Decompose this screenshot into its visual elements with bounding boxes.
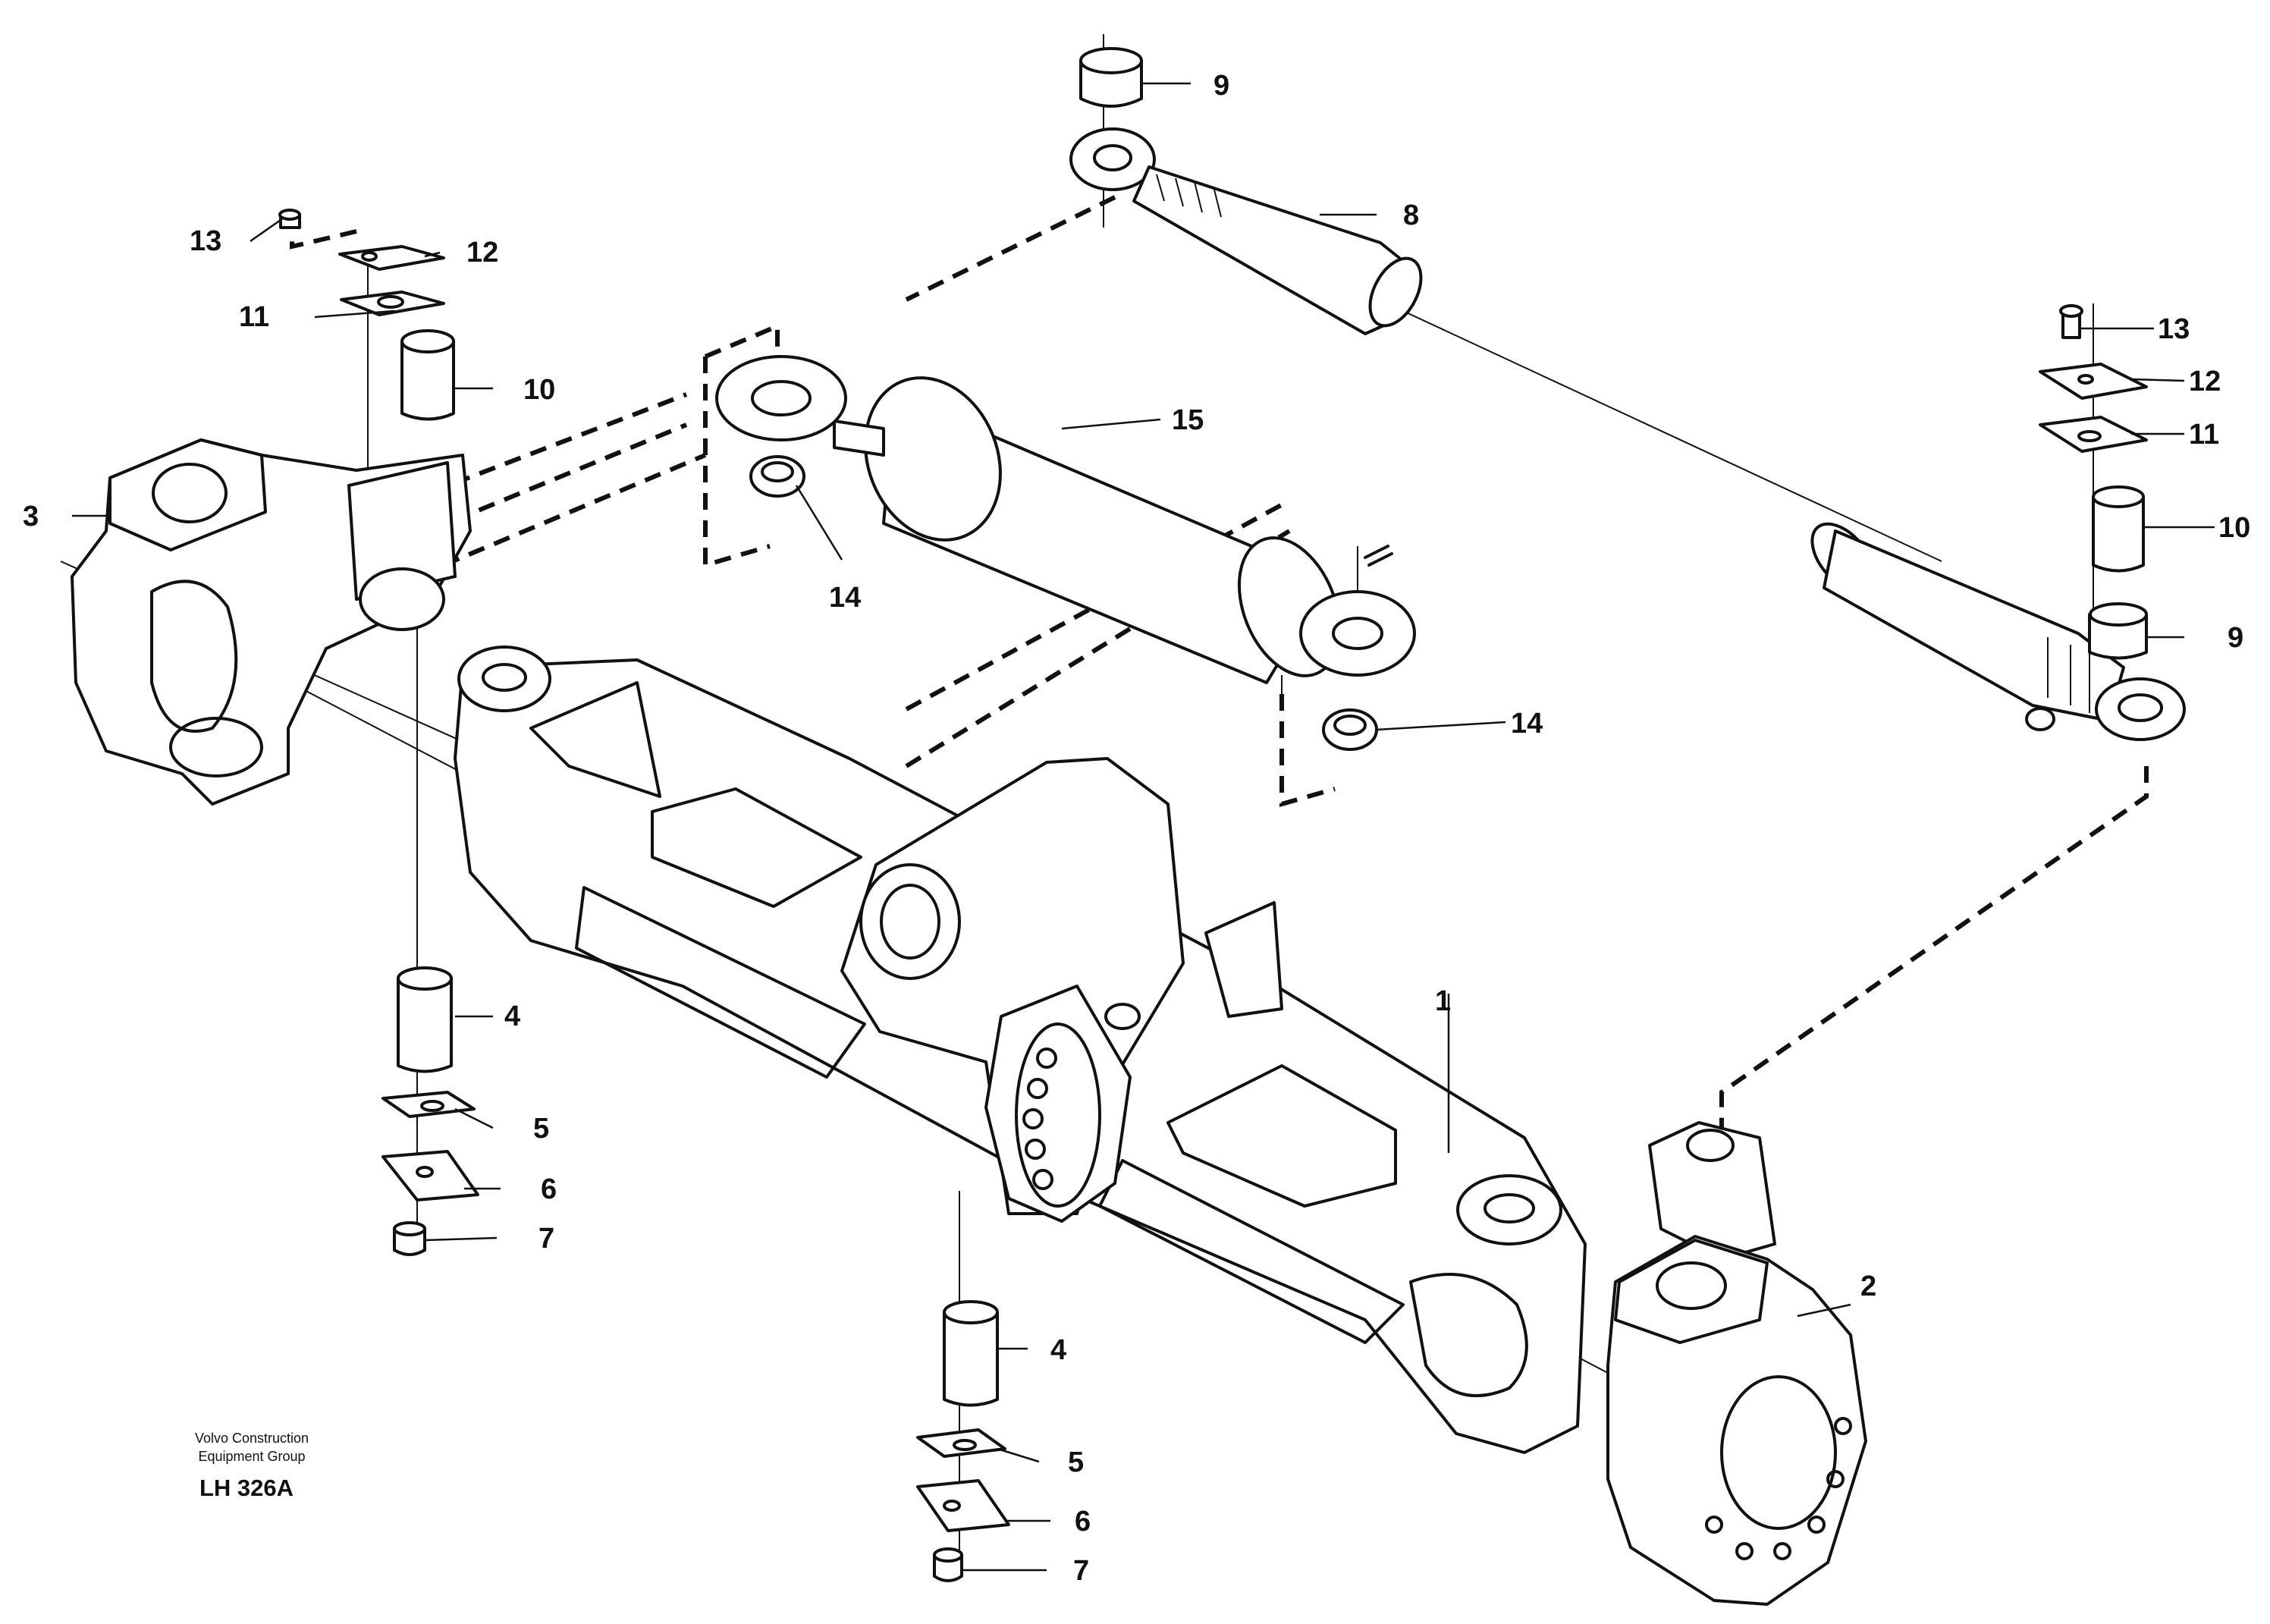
pin-10-left [400, 340, 455, 421]
callout-11-right: 11 [2189, 419, 2219, 451]
stamp-drawing-code: LH 326A [199, 1475, 294, 1501]
callout-12-right: 12 [2189, 366, 2221, 397]
bushing-top [1079, 47, 1143, 108]
knuckle-right [1606, 1121, 1867, 1606]
shim-11-left [340, 291, 445, 316]
callout-5-left: 5 [533, 1113, 549, 1145]
knuckle-bolt-holes [1705, 1417, 1852, 1560]
callout-13-right: 13 [2158, 313, 2190, 345]
drawing-stamp: Volvo Construction Equipment Group LH 32… [195, 1431, 309, 1501]
hardware-left-upper [278, 209, 455, 421]
callout-12-left: 12 [466, 237, 498, 269]
callout-2: 2 [1860, 1271, 1876, 1302]
hub-bolts [1022, 1048, 1057, 1190]
seal-right [1322, 708, 1378, 751]
callout-4-left: 4 [504, 1000, 520, 1032]
callout-7-bottom: 7 [1073, 1555, 1089, 1587]
knuckle-left [71, 438, 472, 806]
callout-1: 1 [1435, 985, 1451, 1017]
tie-rod-upper [1069, 127, 1423, 335]
hardware-left-lower [381, 966, 479, 1256]
callout-13-left: 13 [190, 225, 221, 257]
seal-left [749, 455, 805, 498]
callout-6-bottom: 6 [1075, 1506, 1091, 1538]
callout-7-left: 7 [538, 1223, 554, 1255]
stamp-company-line1: Volvo Construction [195, 1431, 309, 1446]
stamp-company-line2: Equipment Group [198, 1449, 305, 1464]
callout-9-top: 9 [1213, 70, 1229, 102]
callout-15: 15 [1172, 404, 1204, 436]
steering-cylinder [715, 355, 1416, 684]
differential-housing [840, 757, 1283, 1223]
callout-5-bottom: 5 [1068, 1447, 1084, 1478]
tie-rod-lower [1810, 522, 2186, 741]
callout-3: 3 [23, 501, 39, 532]
hardware-right [2039, 304, 2148, 660]
callout-labels: 1 2 3 4 5 6 7 4 5 6 7 8 9 9 10 10 11 11 … [23, 70, 2250, 1587]
callout-10-left: 10 [523, 374, 555, 406]
callout-10-right: 10 [2218, 512, 2250, 544]
callout-4-bottom: 4 [1050, 1334, 1066, 1366]
lock-plate-12-left [338, 245, 445, 271]
hardware-bottom [916, 1300, 1010, 1582]
callout-14-left: 14 [829, 582, 861, 614]
callout-9-right: 9 [2228, 622, 2243, 654]
callout-11-left: 11 [239, 301, 269, 333]
callout-14-right: 14 [1511, 708, 1543, 740]
callout-6-left: 6 [541, 1173, 557, 1205]
callout-8: 8 [1403, 199, 1419, 231]
leader-lines [72, 82, 2215, 1572]
